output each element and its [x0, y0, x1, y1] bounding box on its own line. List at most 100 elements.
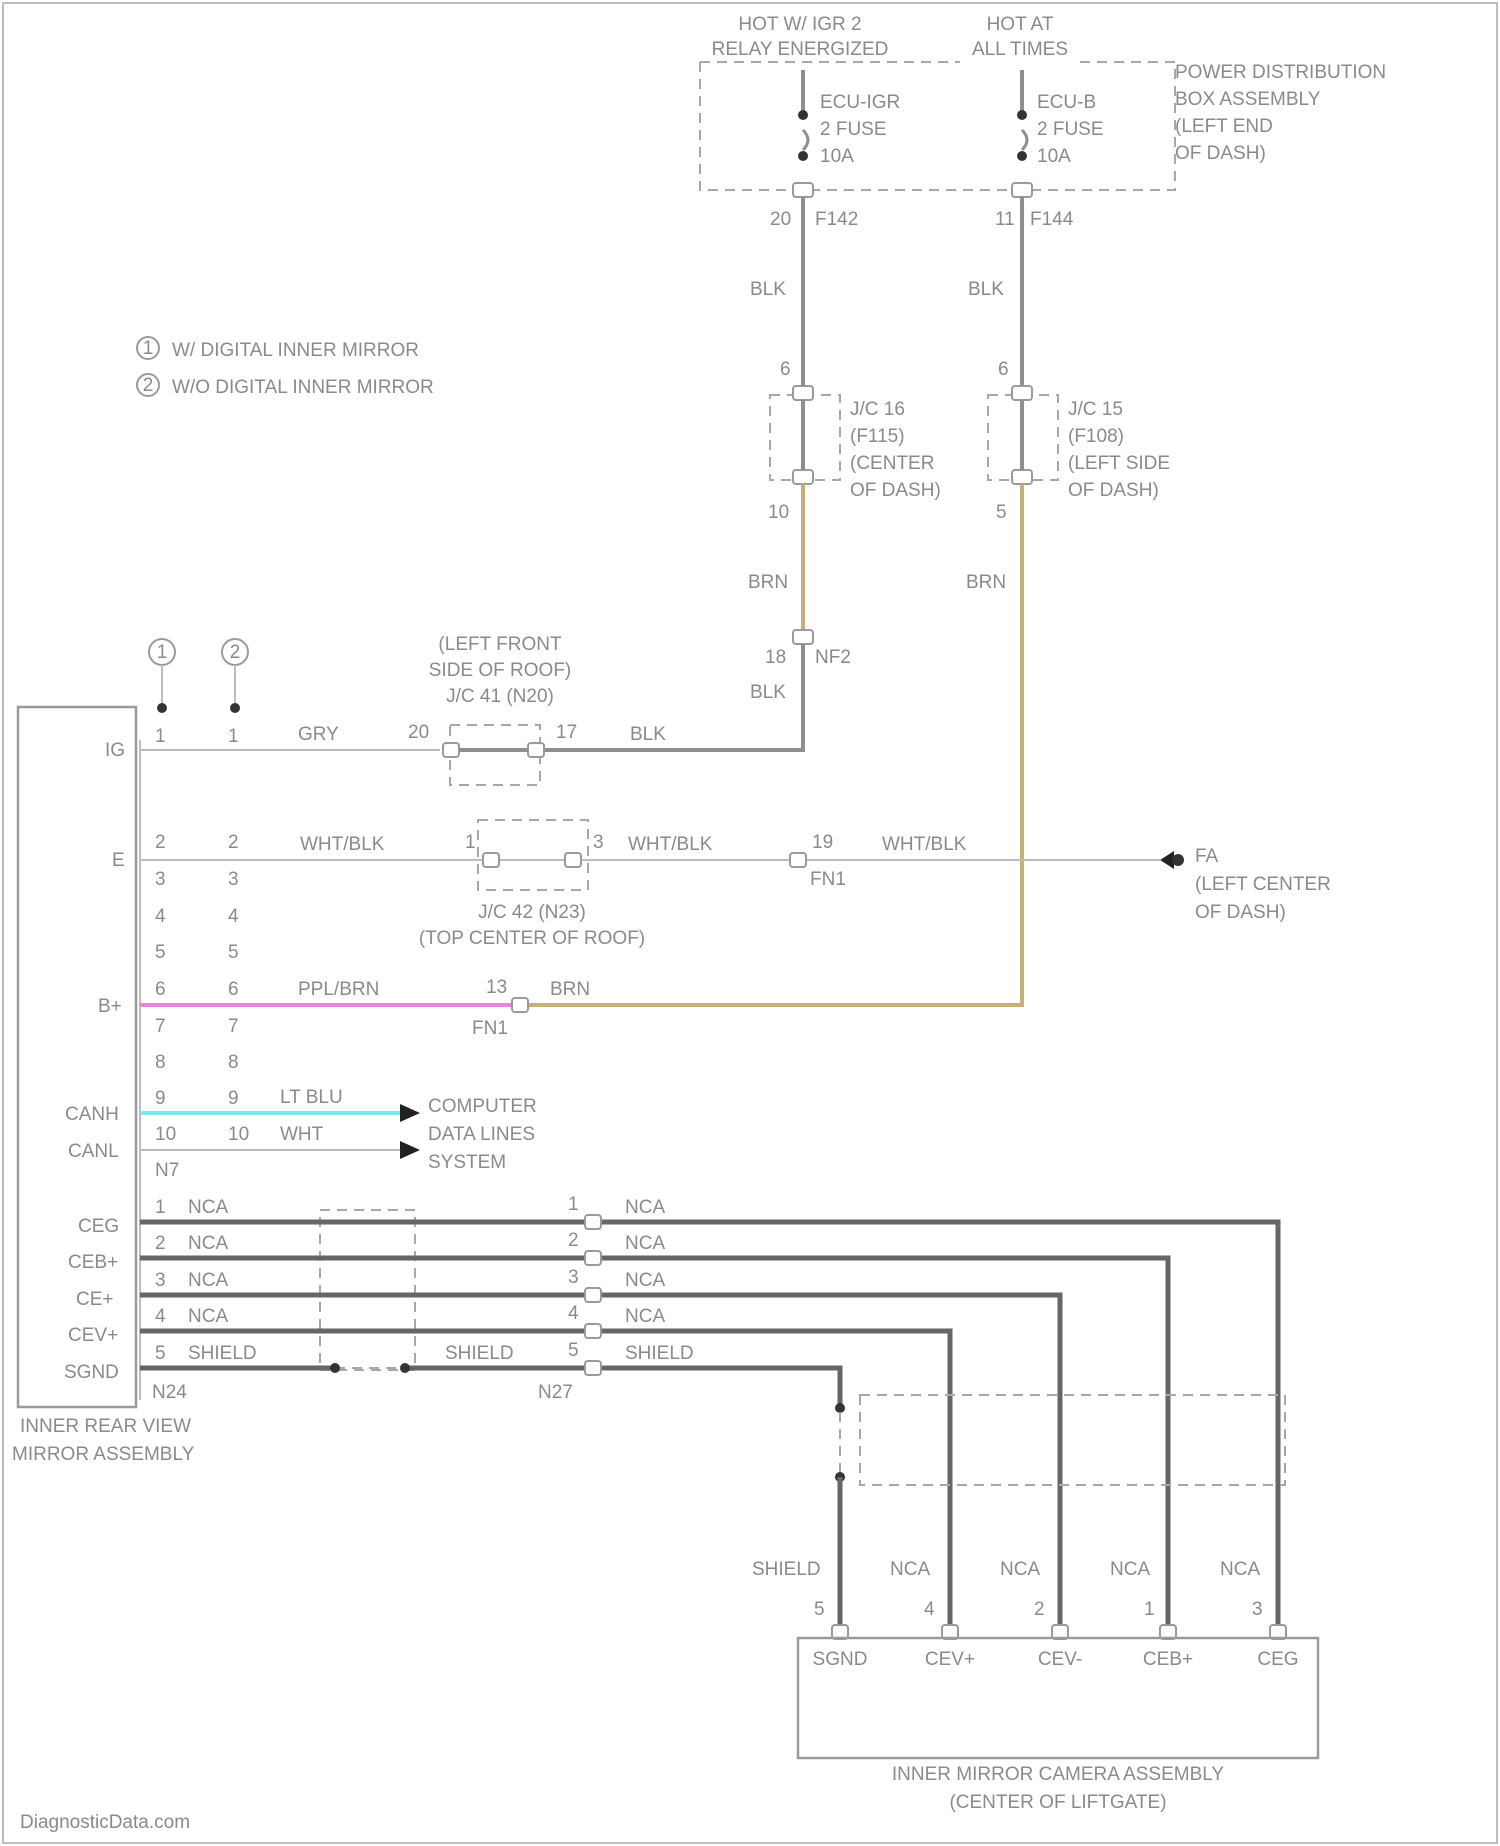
n7b-pin-4: 4 [228, 906, 239, 927]
nca-r-1: NCA [625, 1197, 665, 1218]
lt-blu-label: LT BLU [280, 1087, 343, 1108]
connector-f144 [1012, 183, 1032, 197]
left-pin-1: 1 [155, 1197, 166, 1218]
jc41-left-pin: 20 [408, 722, 429, 743]
mirror-pin-labels: IG E B+ CANH CANL CEG CEB+ CE+ CEV+ SGND [64, 740, 125, 1383]
jc41-box [450, 725, 540, 785]
shield-l-5: SHIELD [188, 1343, 257, 1364]
n7-pin-8: 8 [155, 1052, 166, 1073]
pin-ceg: CEG [78, 1216, 119, 1237]
pin-ig: IG [105, 740, 125, 761]
left-hot-line1: HOT W/ IGR 2 [738, 14, 861, 35]
n7b-pin-7: 7 [228, 1016, 239, 1037]
n7-pin-6: 6 [155, 979, 166, 1000]
jc16-loc2: OF DASH) [850, 480, 941, 501]
fn1-e-pin: 19 [812, 832, 833, 853]
connector-nf2 [793, 630, 813, 644]
conn-n24: N24 [152, 1382, 187, 1403]
cam-pin-sgnd: SGND [813, 1649, 868, 1670]
cam-pin-num-5: 3 [1252, 1599, 1263, 1620]
n7-pin-9: 9 [155, 1088, 166, 1109]
jc41-loc2: SIDE OF ROOF) [429, 660, 572, 681]
right-fuse-line2: 2 FUSE [1037, 119, 1104, 140]
n7-pin-7: 7 [155, 1016, 166, 1037]
nca-r-2: NCA [625, 1233, 665, 1254]
f144-pin: 11 [995, 209, 1015, 230]
cam-pin-ceg: CEG [1257, 1649, 1298, 1670]
shield-dash-box [320, 1210, 415, 1370]
left-pin-4: 4 [155, 1306, 166, 1327]
connector-fn1-bplus [512, 998, 528, 1012]
ground-loc1: (LEFT CENTER [1195, 874, 1331, 895]
gry-label: GRY [298, 724, 339, 745]
wht-blk-label-3: WHT/BLK [882, 834, 967, 855]
legend-num-1: 1 [143, 338, 154, 359]
bplus-conn: FN1 [472, 1018, 508, 1039]
left-fuse-rating: 10A [820, 146, 854, 167]
left-fuse-name: ECU-IGR [820, 92, 900, 113]
jc16-bot-pin: 10 [768, 502, 789, 523]
nca-r-4: NCA [625, 1306, 665, 1327]
shield-mid: SHIELD [445, 1343, 514, 1364]
right-hot-line1: HOT AT [987, 14, 1054, 35]
n7b-pin-1: 1 [228, 726, 239, 747]
cam-pin-num-1: 5 [814, 1599, 825, 1620]
jc16-name: J/C 16 [850, 399, 905, 420]
mirror-label-1: INNER REAR VIEW [20, 1416, 191, 1437]
cdl-3: SYSTEM [428, 1152, 506, 1173]
legend-num-2: 2 [143, 375, 154, 396]
jc41-name: J/C 41 (N20) [446, 686, 554, 707]
connector-f142 [793, 183, 813, 197]
pin-canl: CANL [68, 1141, 119, 1162]
variant-marker-2: 2 [230, 642, 241, 663]
right-pin-2: 2 [568, 1230, 579, 1251]
cam-pin-cebp: CEB+ [1143, 1649, 1193, 1670]
camera-label-2: (CENTER OF LIFTGATE) [949, 1792, 1166, 1813]
pdb-label-1: POWER DISTRIBUTION [1175, 62, 1386, 83]
cam-pin-num-4: 1 [1144, 1599, 1155, 1620]
pin-bplus: B+ [98, 996, 122, 1017]
pdb-label-3: (LEFT END [1175, 116, 1273, 137]
mirror-label-2: MIRROR ASSEMBLY [12, 1444, 195, 1465]
pin-cev: CEV+ [68, 1325, 118, 1346]
cdl-1: COMPUTER [428, 1096, 537, 1117]
n7b-pin-2: 2 [228, 832, 239, 853]
pin-canh: CANH [65, 1104, 119, 1125]
jc15-loc1: (LEFT SIDE [1068, 453, 1170, 474]
ground-name: FA [1195, 846, 1219, 867]
cam-wire-label-2: NCA [890, 1559, 930, 1580]
pin-ce: CE+ [76, 1289, 114, 1310]
camera-label-1: INNER MIRROR CAMERA ASSEMBLY [892, 1764, 1225, 1785]
jc16-loc1: (CENTER [850, 453, 934, 474]
blk-label-b: BLK [968, 279, 1004, 300]
legend: 1 W/ DIGITAL INNER MIRROR 2 W/O DIGITAL … [137, 337, 434, 398]
right-fuse-rating: 10A [1037, 146, 1071, 167]
pin-sgnd: SGND [64, 1362, 119, 1383]
junction-jc16: 6 J/C 16 (F115) (CENTER OF DASH) 10 [768, 359, 941, 523]
f144-conn: F144 [1030, 209, 1074, 230]
jc41-right-pin: 17 [556, 722, 577, 743]
n7b-pin-6: 6 [228, 979, 239, 1000]
nf2-conn: NF2 [815, 647, 851, 668]
nca-l-1: NCA [188, 1197, 228, 1218]
n7-pin-2: 2 [155, 832, 166, 853]
brn-wire-right [520, 484, 1022, 1005]
bplus-pin: 13 [486, 977, 507, 998]
legend-item-2: W/O DIGITAL INNER MIRROR [172, 377, 434, 398]
n7-pin-3: 3 [155, 869, 166, 890]
wht-blk-label-1: WHT/BLK [300, 834, 385, 855]
cam-wire-label-5: NCA [1220, 1559, 1260, 1580]
cable-dash-box [860, 1395, 1285, 1485]
jc16-conn: (F115) [850, 426, 905, 447]
cam-pin-cevp: CEV+ [925, 1649, 975, 1670]
n7b-pin-9: 9 [228, 1088, 239, 1109]
jc15-loc2: OF DASH) [1068, 480, 1159, 501]
n7b-pin-8: 8 [228, 1052, 239, 1073]
n7-pin-4: 4 [155, 906, 166, 927]
right-hot-line2: ALL TIMES [972, 39, 1068, 60]
blk-ig-label: BLK [630, 724, 666, 745]
pdb-label-4: OF DASH) [1175, 143, 1266, 164]
left-hot-line2: RELAY ENERGIZED [712, 39, 889, 60]
arrow-icon [400, 1141, 420, 1159]
pdb-label-2: BOX ASSEMBLY [1175, 89, 1321, 110]
